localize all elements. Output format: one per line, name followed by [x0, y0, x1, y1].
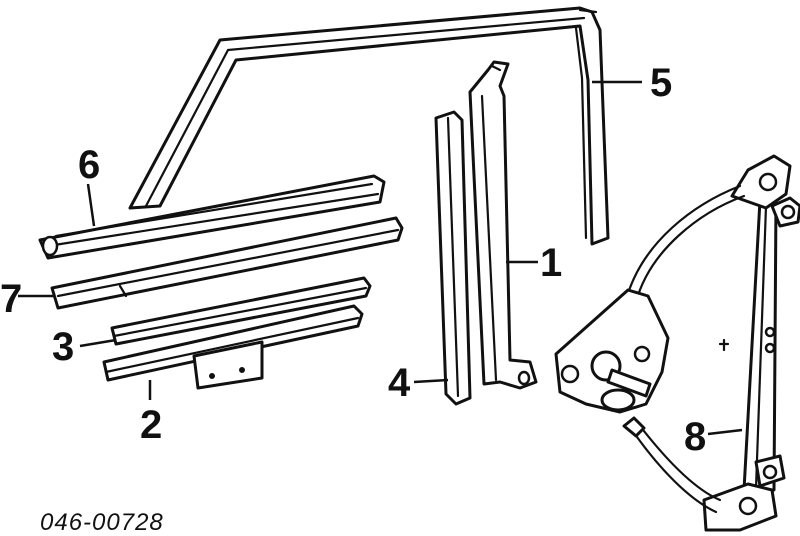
callout-1: 1: [540, 241, 562, 285]
leader-3: [79, 338, 117, 348]
callout-8: 8: [684, 415, 706, 459]
leader-8: [707, 428, 743, 436]
leader-lines: [18, 80, 743, 436]
part-4-front-run-channel: [434, 110, 472, 406]
part-5-window-frame: [128, 6, 610, 246]
part-6-outer-belt-moulding: [38, 174, 386, 260]
callout-3: 3: [52, 325, 74, 369]
leader-6: [86, 183, 96, 227]
callout-2: 2: [140, 403, 162, 447]
part-2-lower-channel: [102, 304, 364, 390]
callout-7: 7: [0, 277, 22, 321]
part-8-window-regulator: [554, 154, 800, 532]
leader-4: [413, 378, 449, 384]
catalog-number: 046-00728: [40, 509, 164, 536]
callout-6: 6: [78, 143, 100, 187]
callout-4: 4: [388, 361, 411, 405]
callout-5: 5: [650, 61, 672, 105]
part-1-rear-run-channel: [468, 60, 538, 390]
part-7-inner-belt-weatherstrip: [50, 216, 404, 310]
